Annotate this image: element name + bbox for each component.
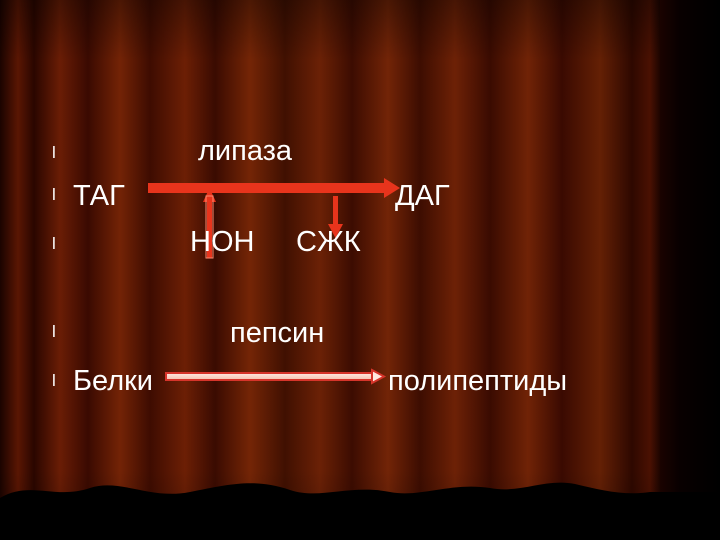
fatty-acid-label: СЖК <box>296 226 361 258</box>
product-dag-label: ДАГ <box>395 180 450 212</box>
bullet-marker: l <box>52 234 56 253</box>
enzyme-pepsin-label: пепсин <box>230 317 325 349</box>
curtain-bottom-edge <box>0 482 720 540</box>
enzyme-lipase-label: липаза <box>198 135 293 167</box>
water-label: НОН <box>190 226 255 258</box>
reaction1-arrow <box>148 178 400 198</box>
substrate-tag-label: ТАГ <box>73 180 125 212</box>
bullet-marker: l <box>52 371 56 390</box>
water-input-arrow <box>203 188 216 259</box>
reaction2-arrow <box>165 368 387 385</box>
curtain-right-wing <box>660 0 720 540</box>
bullet-marker: l <box>52 143 56 162</box>
bullet-marker: l <box>52 185 56 204</box>
fatty-acid-output-arrow <box>328 196 343 238</box>
bullet-marker: l <box>52 322 56 341</box>
substrate-proteins-label: Белки <box>73 365 154 397</box>
product-polypeptides-label: полипептиды <box>388 365 568 397</box>
